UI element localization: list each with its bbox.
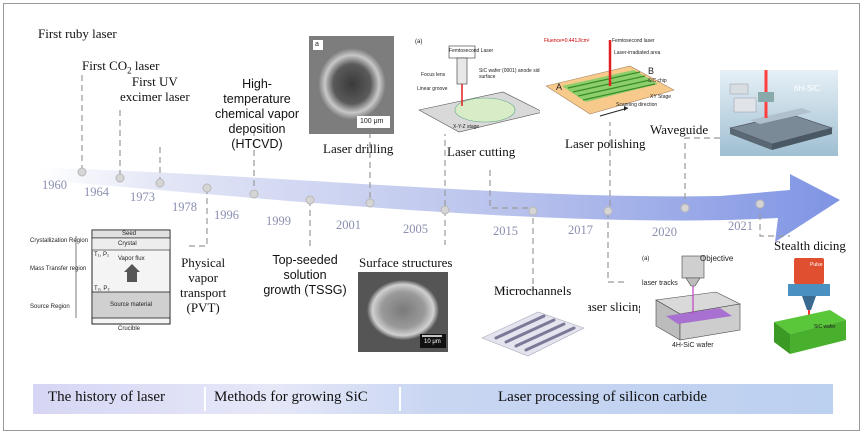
label-laser-polishing: Laser polishing xyxy=(565,136,646,151)
drilling-tag: a xyxy=(315,41,319,48)
cutting-focus-label: Focus lens xyxy=(421,72,446,78)
cutting-tag: (a) xyxy=(415,39,423,45)
pvt-t2-label: T₂, P₂ xyxy=(94,286,110,292)
slicing-objective-label: Objective xyxy=(700,254,734,263)
stealth-wafer-label: SiC wafer xyxy=(814,324,836,330)
year-2005: 2005 xyxy=(403,222,428,236)
cutting-laser-label: Femtosecond Laser xyxy=(449,48,494,54)
year-1973: 1973 xyxy=(130,190,155,204)
label-first-co2-laser: First CO2 laser xyxy=(82,58,160,76)
label-first-ruby-laser: First ruby laser xyxy=(38,26,117,41)
year-1960: 1960 xyxy=(42,178,67,192)
label-surface-structures: Surface structures xyxy=(359,255,453,270)
legend-laser-processing-sic: Laser processing of silicon carbide xyxy=(498,389,708,405)
cutting-stage-label: X-Y-Z stage xyxy=(453,124,480,130)
pvt-region2-label: Mass Transfer region xyxy=(30,266,87,272)
year-2020: 2020 xyxy=(652,225,677,239)
pvt-vapor-flux-label: Vapor flux xyxy=(118,256,145,262)
pvt-seed-label: Seed xyxy=(122,231,137,237)
label-tssg: Top-seeded solution growth (TSSG) xyxy=(263,253,347,297)
year-2017: 2017 xyxy=(568,223,593,237)
polishing-chip-label: SiC chip xyxy=(648,78,667,84)
label-first-uv-excimer-laser: First UV excimer laser xyxy=(120,74,190,104)
drilling-sem-image: a 100 μm xyxy=(309,36,394,134)
figure-frame xyxy=(3,3,860,431)
polishing-fluence: Fluence=0.441J/cm² xyxy=(544,38,590,44)
slicing-wafer-label: 4H-SiC wafer xyxy=(672,342,714,349)
polishing-schematic: Fluence=0.441J/cm² Femtosecond laser Las… xyxy=(540,36,680,122)
pvt-source-material-label: Source material xyxy=(110,302,153,308)
label-laser-cutting: Laser cutting xyxy=(447,144,516,159)
drilling-scale: 100 μm xyxy=(360,118,384,125)
polishing-stage-label: XY Stage xyxy=(650,94,672,100)
legend-history-of-laser: The history of laser xyxy=(48,389,166,405)
year-2001: 2001 xyxy=(336,218,361,232)
pvt-crucible-label: Crucible xyxy=(118,326,141,332)
stealth-dicing-image: Pulse laser SiC wafer xyxy=(770,254,848,358)
year-1964: 1964 xyxy=(84,185,109,199)
polishing-laser-label: Femtosecond laser xyxy=(612,38,655,44)
slicing-tracks-label: laser tracks xyxy=(642,280,678,287)
legend-methods-growing-sic: Methods for growing SiC xyxy=(214,389,368,405)
pvt-t1-label: T₁, P₁ xyxy=(94,252,110,258)
year-1999: 1999 xyxy=(266,214,291,228)
label-htcvd: High- temperature chemical vapor deposit… xyxy=(214,77,300,151)
slicing-tag: (a) xyxy=(642,256,650,262)
label-laser-slicing: Laser slicing xyxy=(578,299,645,314)
pvt-schematic: Seed Crystal T₁, P₁ Vapor flux T₂, P₂ So… xyxy=(30,226,180,336)
year-2021: 2021 xyxy=(728,219,753,233)
polishing-scan-label: Scanning direction xyxy=(616,102,658,108)
cutting-groove-label: Linear groove xyxy=(417,86,448,92)
pvt-crystal-label: Crystal xyxy=(118,241,137,247)
bottom-bar-bg xyxy=(33,384,833,414)
pvt-region1-label: Crystallization Region xyxy=(30,238,89,244)
year-2015: 2015 xyxy=(493,224,518,238)
stealth-pulse-label: Pulse laser xyxy=(810,262,835,268)
label-waveguide: Waveguide xyxy=(650,122,709,137)
polishing-b-label: B xyxy=(648,66,655,76)
waveguide-6h-sic-label: 6H-SiC xyxy=(794,84,820,93)
label-microchannels: Microchannels xyxy=(494,283,572,298)
timeline-arrow xyxy=(40,168,840,242)
waveguide-image: 6H-SiC xyxy=(720,70,838,156)
microchannels-image xyxy=(478,298,588,364)
label-laser-drilling: Laser drilling xyxy=(323,141,394,156)
label-pvt: Physical vapor transport (PVT) xyxy=(180,255,227,315)
pvt-region3-label: Source Region xyxy=(30,304,70,310)
label-stealth-dicing: Stealth dicing xyxy=(774,238,846,253)
timeline-nodes xyxy=(77,167,765,216)
year-1996: 1996 xyxy=(214,208,239,222)
year-1978: 1978 xyxy=(172,200,197,214)
slicing-schematic: (a) Objective laser tracks 4H-SiC wafer xyxy=(640,254,752,354)
cutting-schematic: (a) Femtosecond Laser SiC wafer (0001) a… xyxy=(413,38,545,134)
polishing-area-label: Laser-irradiated area xyxy=(614,50,661,56)
polishing-a-label: A xyxy=(556,82,563,92)
cutting-wafer-label: SiC wafer (0001) anode side surface xyxy=(479,68,543,80)
surface-sem-image: 10 μm xyxy=(358,272,448,352)
surface-scale: 10 μm xyxy=(424,339,441,345)
